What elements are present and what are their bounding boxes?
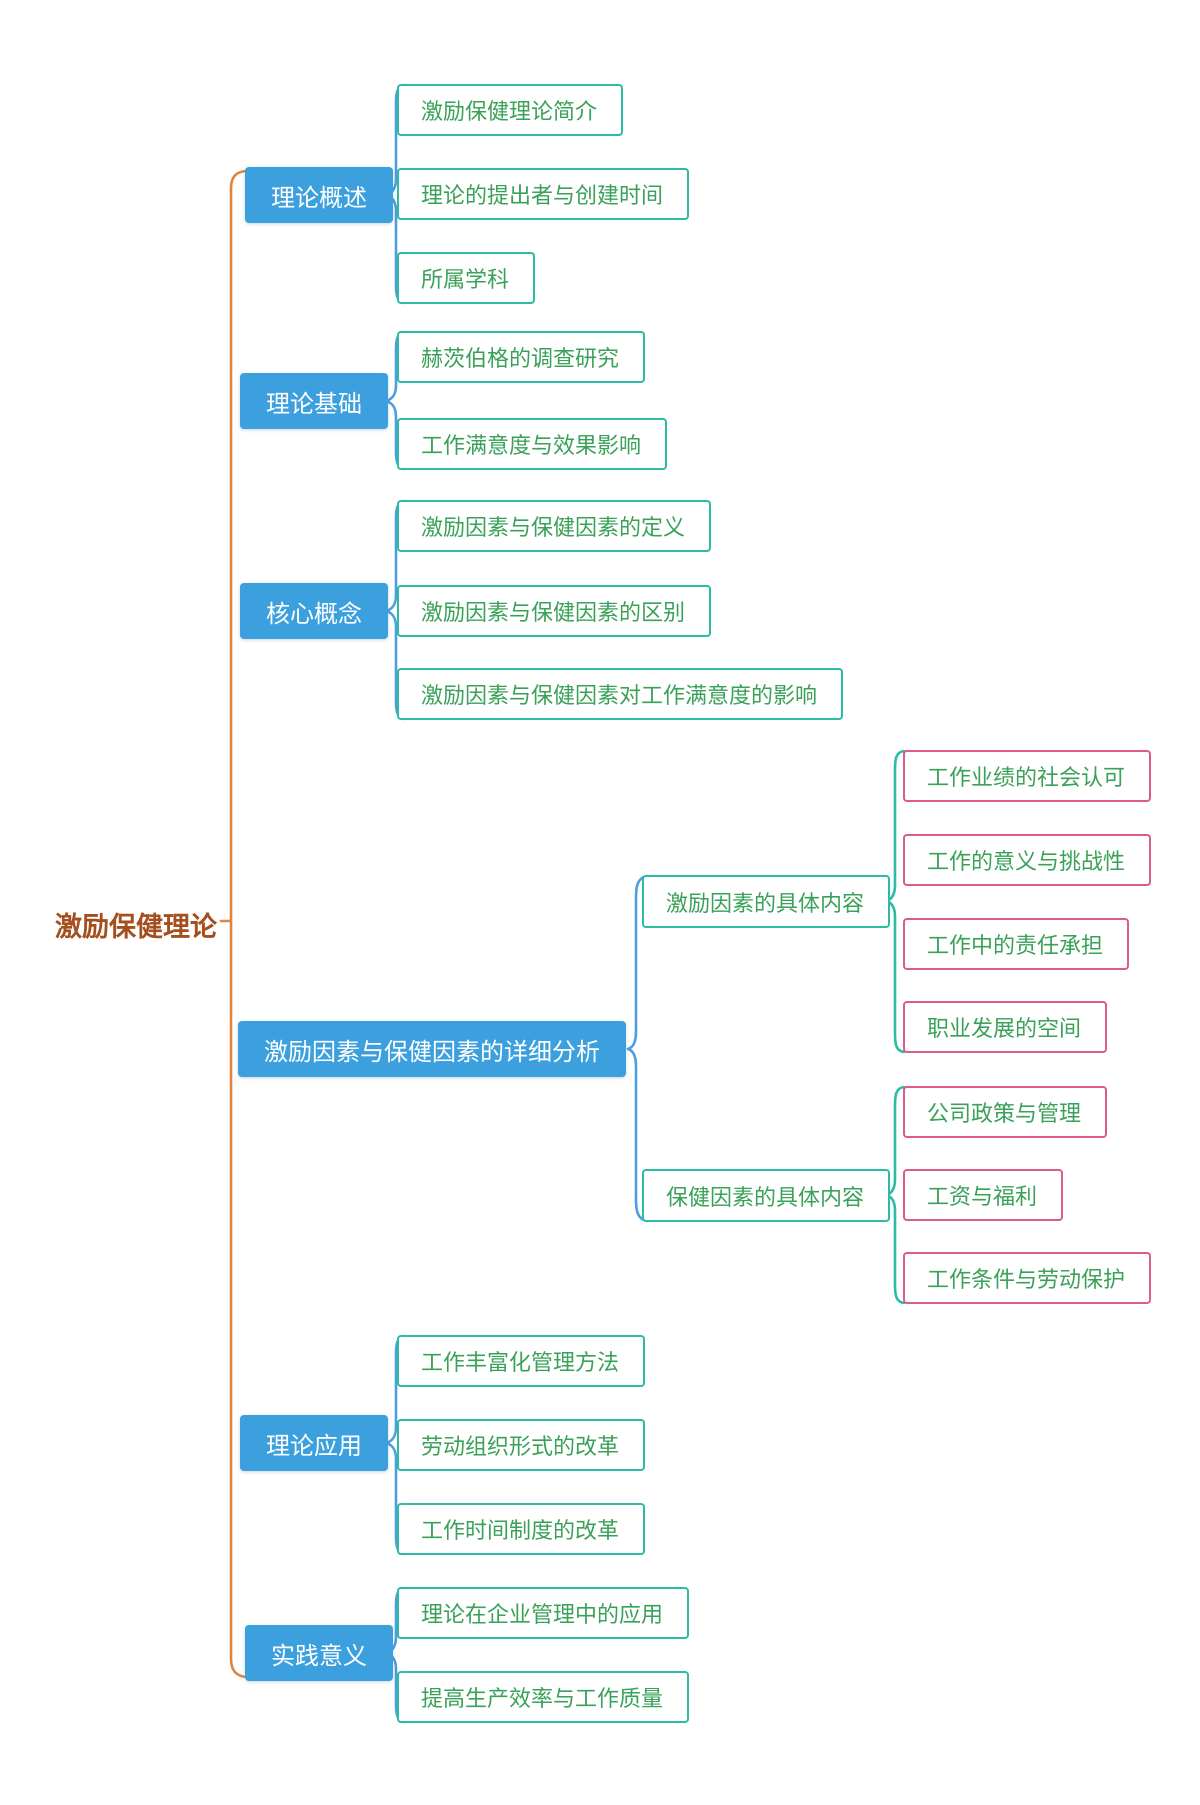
leaf-meaning-challenge[interactable]: 工作的意义与挑战性 [903,834,1152,886]
leaf-factors-impact[interactable]: 激励因素与保健因素对工作满意度的影响 [397,668,844,720]
leaf-discipline[interactable]: 所属学科 [397,252,536,304]
leaf-responsibility[interactable]: 工作中的责任承担 [903,918,1130,970]
leaf-herzberg-research[interactable]: 赫茨伯格的调查研究 [397,331,646,383]
leaf-enterprise-application[interactable]: 理论在企业管理中的应用 [397,1587,690,1639]
leaf-social-recognition[interactable]: 工作业绩的社会认可 [903,750,1152,802]
leaf-efficiency-quality[interactable]: 提高生产效率与工作质量 [397,1671,690,1723]
branch-detailed-analysis[interactable]: 激励因素与保健因素的详细分析 [238,1021,626,1077]
branch-theory-application[interactable]: 理论应用 [240,1415,388,1471]
root-node[interactable]: 激励保健理论 [55,912,217,942]
leaf-factors-definition[interactable]: 激励因素与保健因素的定义 [397,500,712,552]
leaf-factors-difference[interactable]: 激励因素与保健因素的区别 [397,585,712,637]
leaf-conditions-protection[interactable]: 工作条件与劳动保护 [903,1252,1152,1304]
branch-theory-basis[interactable]: 理论基础 [240,373,388,429]
leaf-job-enrichment[interactable]: 工作丰富化管理方法 [397,1335,646,1387]
branch-practical-significance[interactable]: 实践意义 [245,1625,393,1681]
leaf-theory-intro[interactable]: 激励保健理论简介 [397,84,624,136]
leaf-proposer-time[interactable]: 理论的提出者与创建时间 [397,168,690,220]
leaf-salary-welfare[interactable]: 工资与福利 [903,1169,1064,1221]
leaf-policy-management[interactable]: 公司政策与管理 [903,1086,1108,1138]
leaf-labor-org-reform[interactable]: 劳动组织形式的改革 [397,1419,646,1471]
leaf-work-time-reform[interactable]: 工作时间制度的改革 [397,1503,646,1555]
branch-theory-overview[interactable]: 理论概述 [245,167,393,223]
subbranch-motivation-factors[interactable]: 激励因素的具体内容 [642,875,891,928]
trunk-line [229,169,250,1679]
leaf-satisfaction-effect[interactable]: 工作满意度与效果影响 [397,418,668,470]
brace-detailed-analysis [626,874,649,1223]
subbranch-hygiene-factors[interactable]: 保健因素的具体内容 [642,1169,891,1222]
leaf-career-space[interactable]: 职业发展的空间 [903,1001,1108,1053]
branch-core-concepts[interactable]: 核心概念 [240,583,388,639]
